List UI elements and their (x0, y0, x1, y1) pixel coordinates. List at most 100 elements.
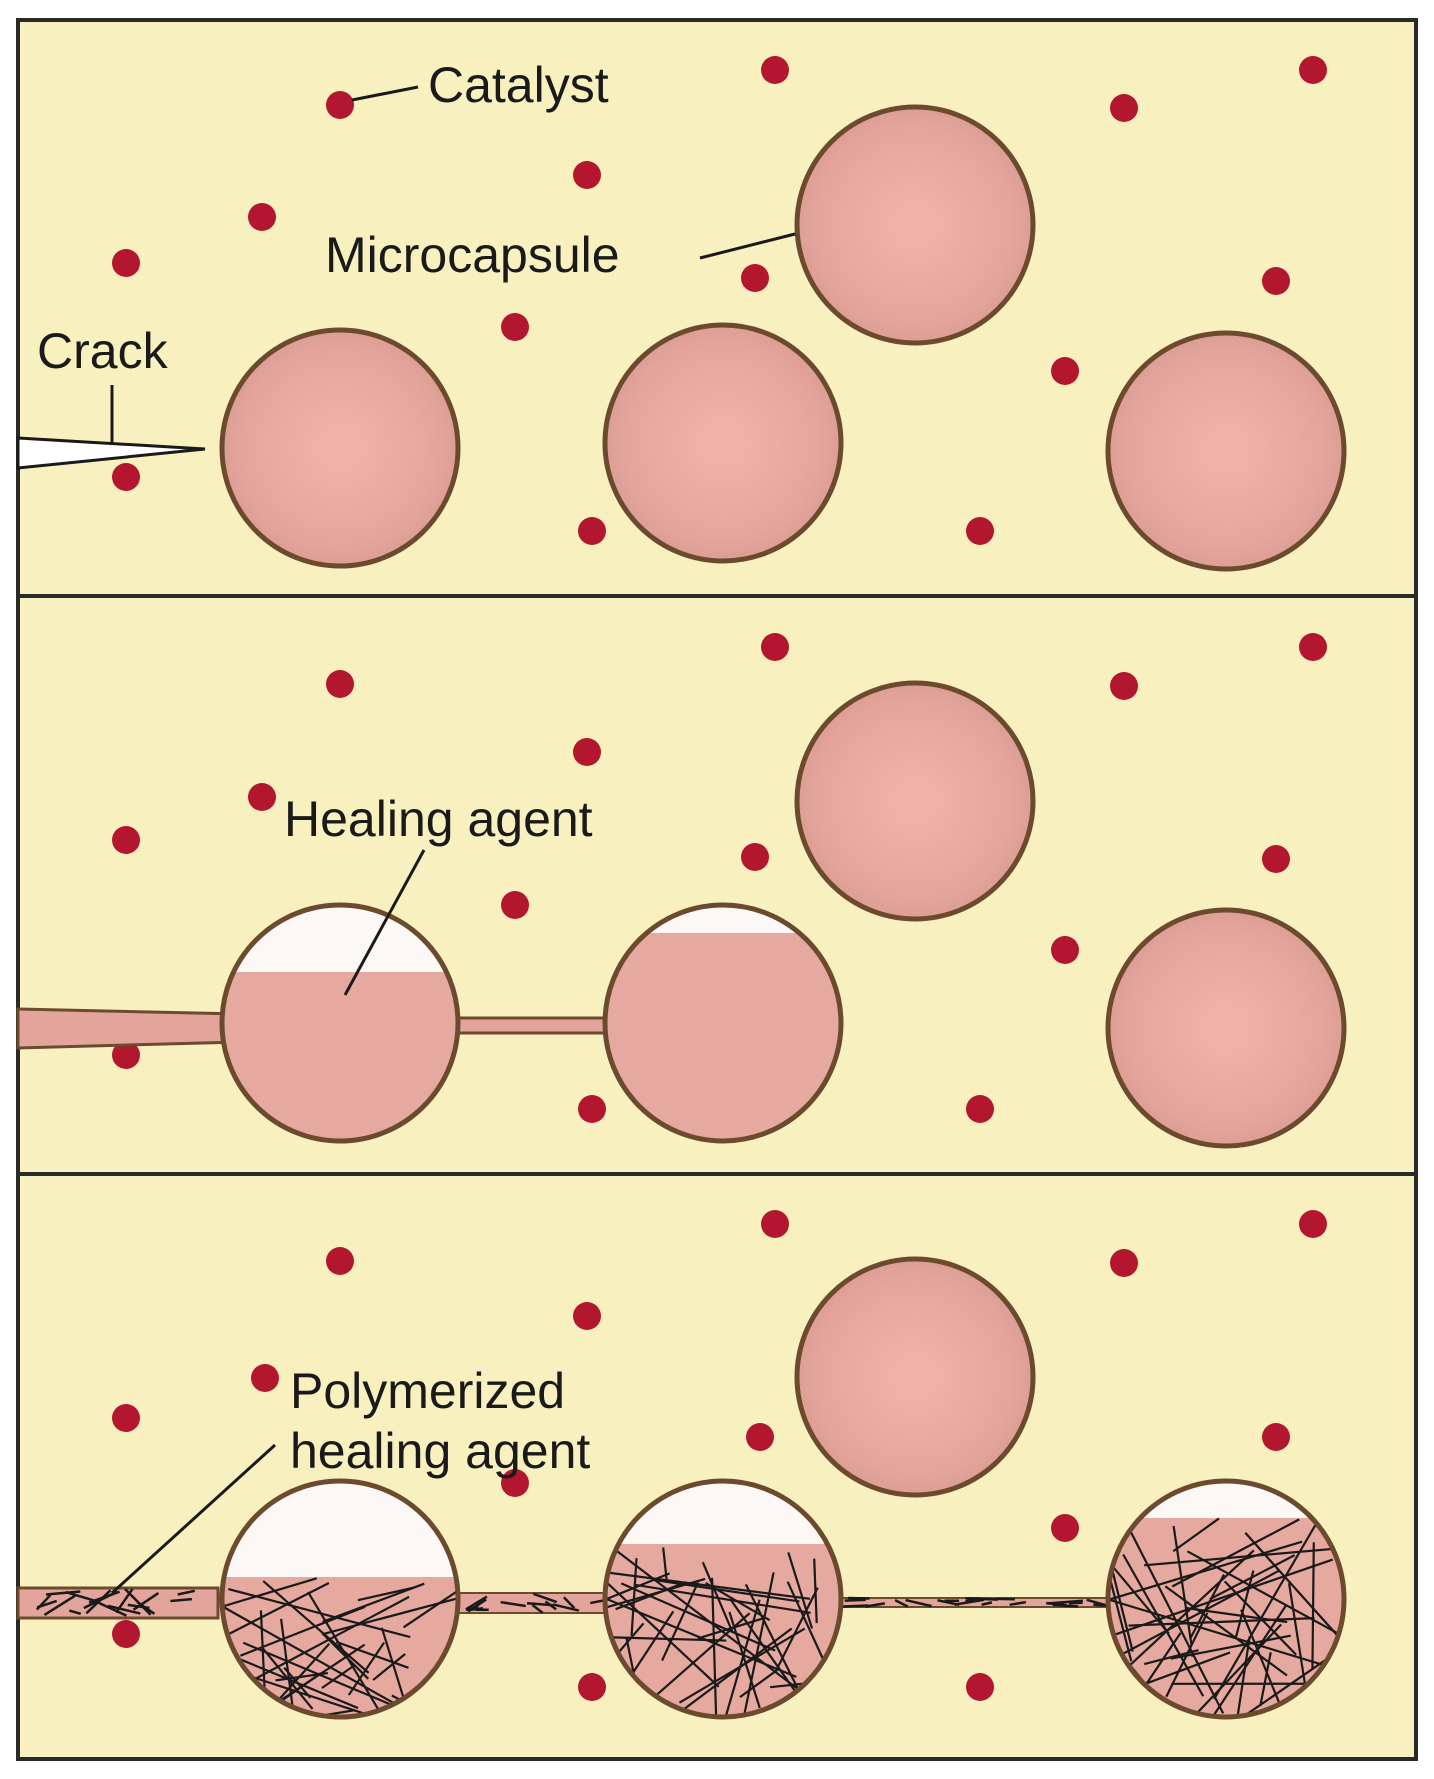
catalyst-particles-2 (112, 633, 1327, 1123)
polymer-fiber (357, 1586, 415, 1602)
polymer-fiber (905, 1598, 932, 1608)
polymerized-leader-line (110, 1443, 277, 1595)
polymer-fiber (1235, 1654, 1333, 1717)
catalyst-leader-line (351, 85, 419, 102)
polymer-fiber (981, 1601, 993, 1606)
polymer-fiber (954, 1598, 985, 1606)
polymer-fiber (283, 1666, 312, 1699)
catalyst-particle (761, 1210, 789, 1238)
polymer-fiber (307, 1591, 381, 1712)
catalyst-particle (112, 249, 140, 277)
catalyst-particle (251, 1364, 279, 1392)
polymer-fiber (774, 1587, 819, 1673)
panel-crack: Catalyst Microcapsule Crack (16, 18, 1418, 598)
polymer-fiber (465, 1595, 488, 1611)
polymer-fiber (335, 1640, 409, 1669)
polymer-fiber (1048, 1599, 1084, 1605)
polymer-fiber (1137, 1651, 1231, 1688)
polymer-fiber (864, 1602, 886, 1608)
polymer-fiber (531, 1604, 544, 1614)
polymer-fiber (262, 1580, 370, 1674)
polymer-fiber (85, 1589, 112, 1615)
crack-channel-healing-agent (16, 1007, 242, 1050)
polymer-fiber (132, 1592, 160, 1611)
polymer-fiber (1009, 1600, 1027, 1607)
polymer-fiber (1108, 1598, 1335, 1670)
polymer-fiber (43, 1594, 76, 1617)
polymer-fiber (844, 1598, 866, 1602)
polymer-fiber (1213, 1517, 1321, 1700)
catalyst-particle (1051, 936, 1079, 964)
panel-polymerized: Polymerized healing agent (16, 1172, 1418, 1761)
catalyst-particle (578, 517, 606, 545)
polymer-fiber (323, 1597, 458, 1635)
catalyst-particle (112, 1041, 140, 1069)
microcapsule (794, 104, 1036, 346)
polymer-fiber (630, 1558, 638, 1636)
polymer-fiber (705, 1581, 771, 1622)
polymer-fiber (840, 1604, 869, 1608)
microcapsule (1105, 907, 1347, 1149)
polymer-fiber (1170, 1634, 1291, 1660)
polymer-fiber (562, 1596, 576, 1609)
polymer-fiber (1311, 1542, 1315, 1669)
catalyst-particle (1051, 1514, 1079, 1542)
polymer-fiber (1259, 1652, 1272, 1707)
healing-agent-leader-line (343, 849, 426, 996)
microcapsule (1105, 330, 1347, 572)
catalyst-particle (578, 1673, 606, 1701)
polymer-fiber (95, 1600, 127, 1617)
polymer-fiber (1164, 1585, 1288, 1677)
polymer-fiber (222, 1577, 318, 1609)
polymer-fiber (115, 1588, 134, 1614)
polymer-fiber (605, 1571, 811, 1600)
catalyst-particle (573, 1302, 601, 1330)
catalyst-label: Catalyst (428, 57, 609, 113)
catalyst-particle (578, 1095, 606, 1123)
crack-channel-polymerized (16, 1586, 1111, 1620)
catalyst-particle (1051, 357, 1079, 385)
microcapsule (602, 322, 844, 564)
microcapsule (794, 1256, 1036, 1498)
polymer-fiber (1171, 1518, 1300, 1588)
polymer-fiber (372, 1653, 406, 1681)
polymer-fiber (701, 1561, 734, 1633)
polymer-fiber (1143, 1649, 1199, 1666)
ruptured-microcapsule (602, 1478, 844, 1720)
polymer-fiber (1112, 1549, 1255, 1682)
polymer-fiber (614, 1622, 645, 1657)
microcapsule-leader-line (699, 232, 796, 260)
microcapsule (794, 680, 1036, 922)
polymer-fiber (1128, 1617, 1315, 1627)
polymer-fiber (1240, 1609, 1283, 1710)
crack-channel-healing-agent (438, 1016, 632, 1035)
polymer-fiber (1172, 1525, 1193, 1646)
ruptured-microcapsule (219, 902, 461, 1144)
polymer-fiber (467, 1598, 487, 1613)
catalyst-particle (1299, 1210, 1327, 1238)
catalyst-particle (1262, 1423, 1290, 1451)
ruptured-microcapsule (1105, 1478, 1347, 1720)
polymer-fiber (965, 1596, 979, 1603)
catalyst-particle (573, 738, 601, 766)
polymer-fiber (1108, 1540, 1303, 1602)
catalyst-particles-3 (112, 1210, 1327, 1701)
polymer-fiber (787, 1552, 814, 1629)
polymer-fiber (321, 1632, 370, 1680)
polymer-fiber (605, 1577, 706, 1609)
polymer-fiber (667, 1627, 793, 1717)
polymer-fiber (643, 1612, 751, 1707)
panel-healing: Healing agent (16, 594, 1418, 1176)
catalyst-particle (326, 1247, 354, 1275)
polymer-fiber (107, 1604, 141, 1615)
catalyst-particle (1262, 267, 1290, 295)
polymer-fiber (1244, 1532, 1344, 1653)
polymer-fiber (279, 1618, 295, 1713)
catalyst-particle (761, 633, 789, 661)
polymer-fiber (261, 1646, 314, 1710)
polymer-fiber (36, 1599, 58, 1609)
catalyst-particle (966, 517, 994, 545)
polymer-fiber (544, 1600, 557, 1611)
polymer-fiber (678, 1627, 806, 1704)
polymer-fiber (170, 1597, 193, 1603)
